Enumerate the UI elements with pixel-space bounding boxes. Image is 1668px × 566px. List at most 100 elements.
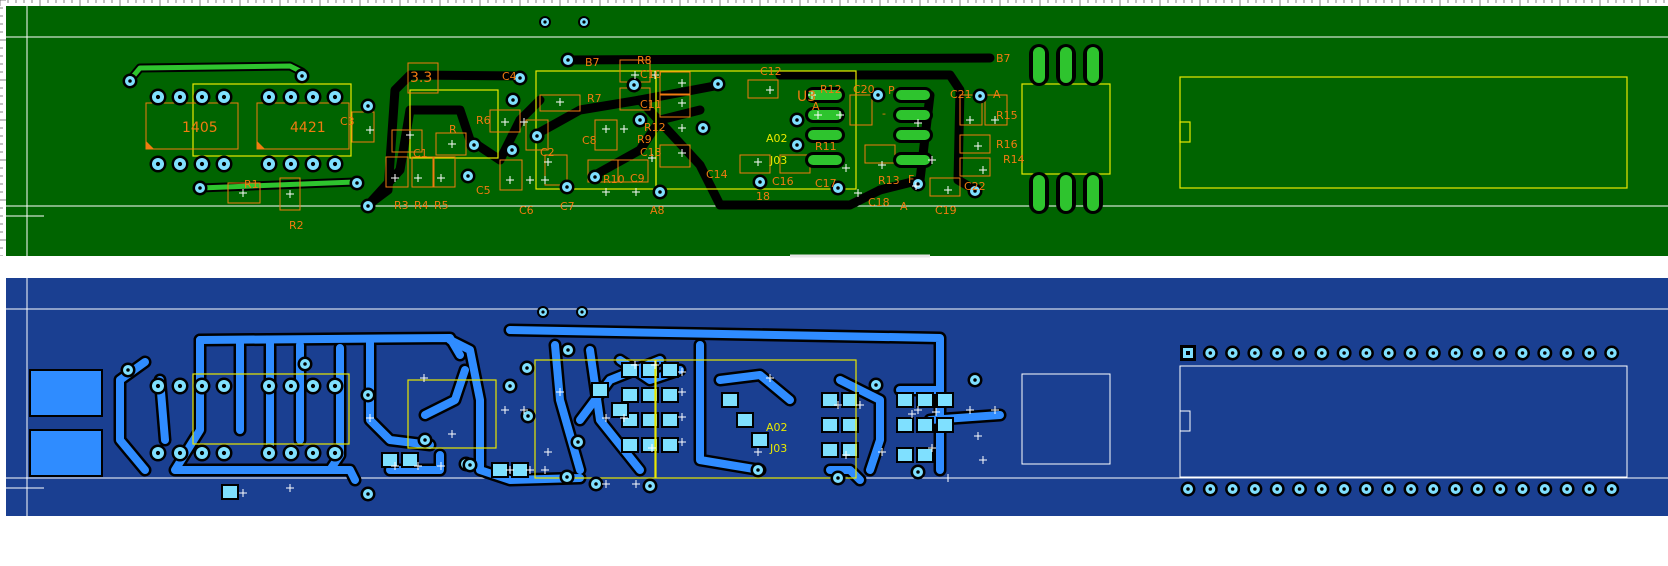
chip-4421-pin (326, 444, 344, 462)
pad-center-marker (366, 126, 374, 134)
pad-center-marker (944, 474, 952, 482)
header-pin (1448, 481, 1464, 497)
pad-center-marker (766, 86, 774, 94)
component-designator: C16 (772, 175, 794, 188)
component-designator: C22 (964, 180, 986, 193)
through-hole-pad (868, 377, 884, 393)
header-pin (1448, 345, 1464, 361)
chip-4421-pin (260, 155, 278, 173)
bottom-trace (826, 466, 864, 484)
chip-1405-pin1-mark (146, 141, 154, 149)
through-hole-pad (502, 378, 518, 394)
pad-center-marker (651, 71, 659, 79)
smd-pad (623, 364, 637, 376)
through-hole-pad (587, 169, 603, 185)
bottom-trace (896, 386, 944, 474)
bottom-mount-via (537, 306, 549, 318)
top-silk-label-a02: A02 (766, 132, 788, 145)
pad-center-marker (541, 176, 549, 184)
chip-4421-pin (260, 88, 278, 106)
chip-4421-pin (282, 444, 300, 462)
pad-center-marker (856, 401, 864, 409)
through-hole-pad (520, 408, 536, 424)
smd-pad (938, 419, 952, 431)
chip-4421-pin (304, 377, 322, 395)
chip-1405-pin (149, 155, 167, 173)
pad-center-marker (648, 154, 656, 162)
bottom-trace (366, 336, 434, 449)
pad-center-marker (437, 174, 445, 182)
chip-4421-pin (304, 88, 322, 106)
through-hole-pad (529, 128, 545, 144)
component-designator: R1 (244, 178, 259, 191)
pad-center-marker (678, 149, 686, 157)
pad-center-marker (974, 142, 982, 150)
chip-4421-pin (282, 88, 300, 106)
component-designator: R6 (476, 114, 491, 127)
header-pin (1559, 481, 1575, 497)
pad-center-marker (648, 444, 656, 452)
pad-center-marker (544, 158, 552, 166)
header-pin (1581, 345, 1597, 361)
pad-center-marker (944, 186, 952, 194)
opamp-label: U3 (797, 89, 816, 105)
chip-4421-pin (260, 444, 278, 462)
pad-center-marker (678, 438, 686, 446)
header-pin (1604, 481, 1620, 497)
smd-pad (643, 389, 657, 401)
header-pin (1559, 345, 1575, 361)
top-component-outlines (145, 59, 1008, 211)
chip-1405-label: 1405 (182, 120, 218, 136)
component-designator: B7 (996, 52, 1011, 65)
smd-pad (823, 419, 837, 431)
bottom-board-outline (1021, 365, 1628, 478)
pad-center-marker (526, 466, 534, 474)
bottom-pad-markers (239, 361, 999, 497)
component-designator: C17 (815, 177, 837, 190)
smd-pad (918, 394, 932, 406)
chip-1405-pin (215, 88, 233, 106)
smd-pad (223, 486, 237, 498)
chip-1405-pin (149, 444, 167, 462)
smd-pad (643, 414, 657, 426)
chip-4421-pin (304, 155, 322, 173)
smd-pad (663, 364, 677, 376)
opamp-oval-pad (893, 127, 933, 143)
component-designator: C12 (760, 65, 782, 78)
through-hole-pad (120, 362, 136, 378)
component-designator: C11 (640, 98, 662, 111)
header-pin (1403, 481, 1419, 497)
pad-center-marker (842, 164, 850, 172)
chip-4421-pin (282, 155, 300, 173)
chip-4421-label: 4421 (290, 120, 326, 136)
smd-pad (513, 464, 527, 476)
opamp-oval-pad (805, 152, 845, 168)
pad-center-marker (836, 111, 844, 119)
header-pin (1247, 481, 1263, 497)
through-hole-pad (504, 142, 520, 158)
smd-pad (823, 394, 837, 406)
component-designator: R4 (414, 199, 429, 212)
header-pin (1180, 481, 1196, 497)
bottom-copper-traces (113, 323, 1007, 500)
header-pin (1470, 481, 1486, 497)
chip-4421-pin (326, 377, 344, 395)
header-pin (1269, 345, 1285, 361)
component-designator: 18 (756, 190, 770, 203)
through-hole-pad (360, 387, 376, 403)
connector-oval-pad (1056, 44, 1076, 86)
pad-center-marker (448, 430, 456, 438)
through-hole-pad (972, 88, 988, 104)
component-designator: C20 (853, 83, 875, 96)
through-hole-pad (512, 70, 528, 86)
pad-center-marker (932, 408, 940, 416)
pad-center-marker (526, 176, 534, 184)
header-pin (1515, 345, 1530, 361)
bottom-silk-label-j03: J03 (769, 442, 787, 455)
through-hole-pad (789, 137, 805, 153)
top-pad-markers (239, 71, 999, 198)
pad-center-marker (814, 111, 822, 119)
pad-center-marker (928, 444, 936, 452)
through-hole-pad (626, 77, 642, 93)
component-designator: C4 (502, 70, 517, 83)
